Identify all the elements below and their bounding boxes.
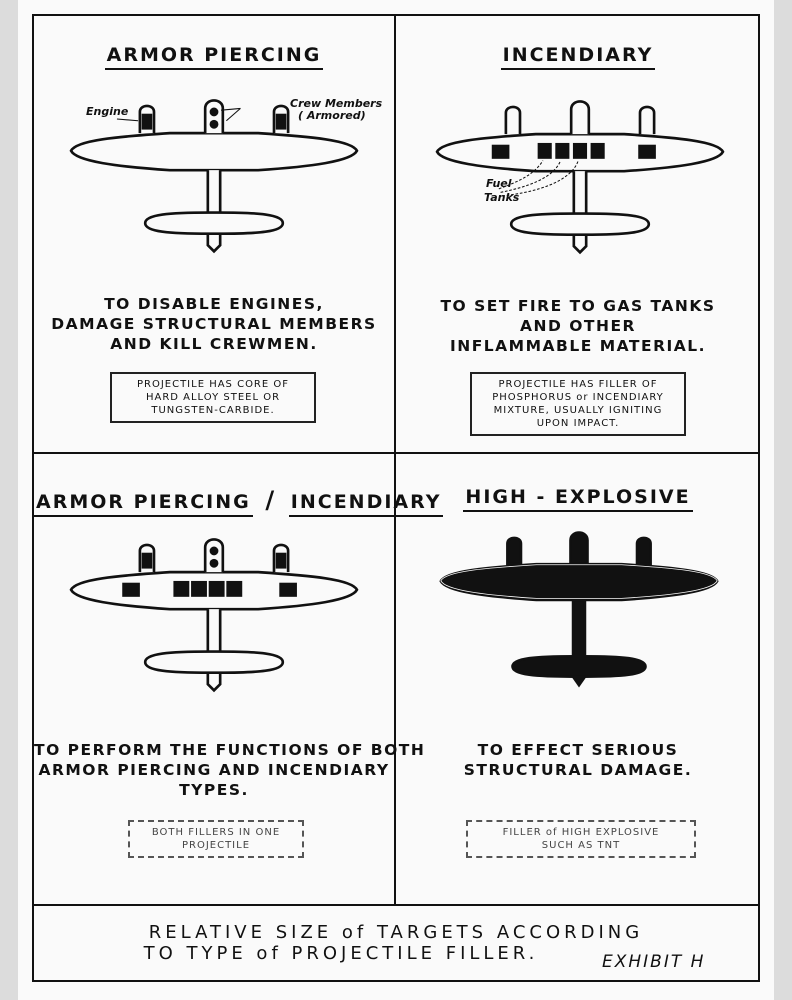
panel-title: INCENDIARY [396, 44, 760, 70]
plane-diagram-armor-piercing [69, 99, 359, 253]
plane-diagram-high-explosive [439, 531, 719, 688]
projectile-note: FILLER of HIGH EXPLOSIVE SUCH AS TNT [466, 820, 696, 858]
panel-high-explosive: HIGH - EXPLOSIVE TO EFFECT SERIOUS STRUC… [396, 454, 760, 904]
panel-description: TO DISABLE ENGINES, DAMAGE STRUCTURAL ME… [51, 295, 377, 353]
exhibit-label: EXHIBIT H [602, 952, 706, 972]
outer-frame [32, 14, 760, 982]
engine-label: Engine [86, 105, 129, 118]
plane-diagram-incendiary [435, 100, 725, 254]
projectile-note: BOTH FILLERS IN ONE PROJECTILE [128, 820, 304, 858]
panel-armor-piercing: ARMOR PIERCING Engine Crew Members ( Arm… [34, 16, 394, 452]
projectile-note: PROJECTILE HAS CORE OF HARD ALLOY STEEL … [110, 372, 316, 423]
crew-members-label: Crew Members [290, 97, 383, 110]
panel-incendiary: INCENDIARY Fuel Tanks TO SET FIRE TO GAS… [396, 16, 760, 452]
document-page: ARMOR PIERCING Engine Crew Members ( Arm… [18, 0, 774, 1000]
crew-armored-label: ( Armored) [298, 109, 366, 122]
panel-description: TO SET FIRE TO GAS TANKS AND OTHER INFLA… [440, 297, 716, 355]
figure-caption: RELATIVE SIZE of TARGETS ACCORDING TO TY… [143, 922, 644, 964]
projectile-note: PROJECTILE HAS FILLER OF PHOSPHORUS or I… [470, 372, 686, 436]
panel-description: TO EFFECT SERIOUS STRUCTURAL DAMAGE. [463, 741, 693, 779]
panel-title: HIGH - EXPLOSIVE [396, 486, 760, 512]
plane-diagram-ap-incendiary [69, 538, 359, 692]
fuel-label: Fuel [486, 177, 512, 190]
panel-description: TO PERFORM THE FUNCTIONS OF BOTH ARMOR P… [34, 741, 426, 799]
vertical-divider [394, 14, 396, 904]
caption-divider [32, 904, 760, 906]
panel-title: ARMOR PIERCING [34, 44, 394, 70]
horizontal-divider [32, 452, 760, 454]
tanks-label: Tanks [484, 191, 520, 204]
panel-title: ARMOR PIERCING / INCENDIARY [34, 486, 444, 517]
panel-armor-piercing-incendiary: ARMOR PIERCING / INCENDIARY TO PERFORM T… [34, 454, 444, 904]
